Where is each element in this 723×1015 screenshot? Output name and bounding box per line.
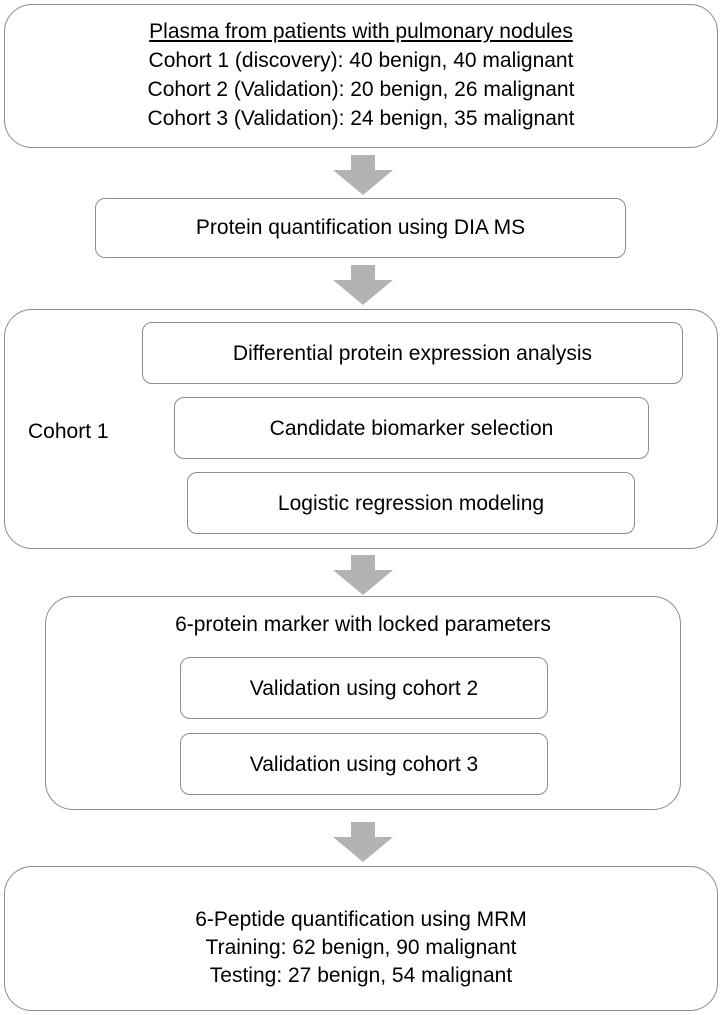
validation-cohort-2-label: Validation using cohort 2 — [249, 677, 479, 700]
validation-cohort-3-step: Validation using cohort 3 — [180, 733, 548, 795]
down-arrow-icon — [333, 155, 393, 195]
cohort-1-label: Cohort 1 — [28, 420, 109, 443]
down-arrow-icon — [333, 265, 393, 305]
dia-ms-box: Protein quantification using DIA MS — [95, 198, 626, 258]
mrm-box: 6-Peptide quantification using MRM Train… — [4, 866, 718, 1011]
cohort-1-analysis-box: Cohort 1 Differential protein expression… — [4, 309, 718, 549]
logistic-regression-step: Logistic regression modeling — [187, 472, 635, 534]
logistic-regression-label: Logistic regression modeling — [277, 492, 545, 515]
dia-ms-label: Protein quantification using DIA MS — [195, 216, 526, 239]
validation-cohort-2-step: Validation using cohort 2 — [180, 657, 548, 719]
down-arrow-icon — [333, 555, 393, 595]
biomarker-selection-step: Candidate biomarker selection — [174, 397, 649, 459]
cohort-2-line: Cohort 2 (Validation): 20 benign, 26 mal… — [147, 78, 575, 101]
differential-expression-step: Differential protein expression analysis — [142, 322, 683, 384]
cohorts-title: Plasma from patients with pulmonary nodu… — [149, 20, 573, 43]
locked-marker-box: 6-protein marker with locked parameters … — [45, 596, 681, 810]
locked-marker-title: 6-protein marker with locked parameters — [175, 613, 551, 636]
biomarker-selection-label: Candidate biomarker selection — [269, 417, 554, 440]
testing-line: Testing: 27 benign, 54 malignant — [209, 964, 513, 987]
validation-cohort-3-label: Validation using cohort 3 — [249, 753, 479, 776]
mrm-title: 6-Peptide quantification using MRM — [195, 908, 527, 931]
cohort-1-line: Cohort 1 (discovery): 40 benign, 40 mali… — [148, 49, 574, 72]
cohorts-box: Plasma from patients with pulmonary nodu… — [4, 4, 718, 148]
differential-expression-label: Differential protein expression analysis — [232, 342, 593, 365]
down-arrow-icon — [333, 822, 393, 862]
training-line: Training: 62 benign, 90 malignant — [205, 936, 517, 959]
cohort-3-line: Cohort 3 (Validation): 24 benign, 35 mal… — [147, 107, 575, 130]
